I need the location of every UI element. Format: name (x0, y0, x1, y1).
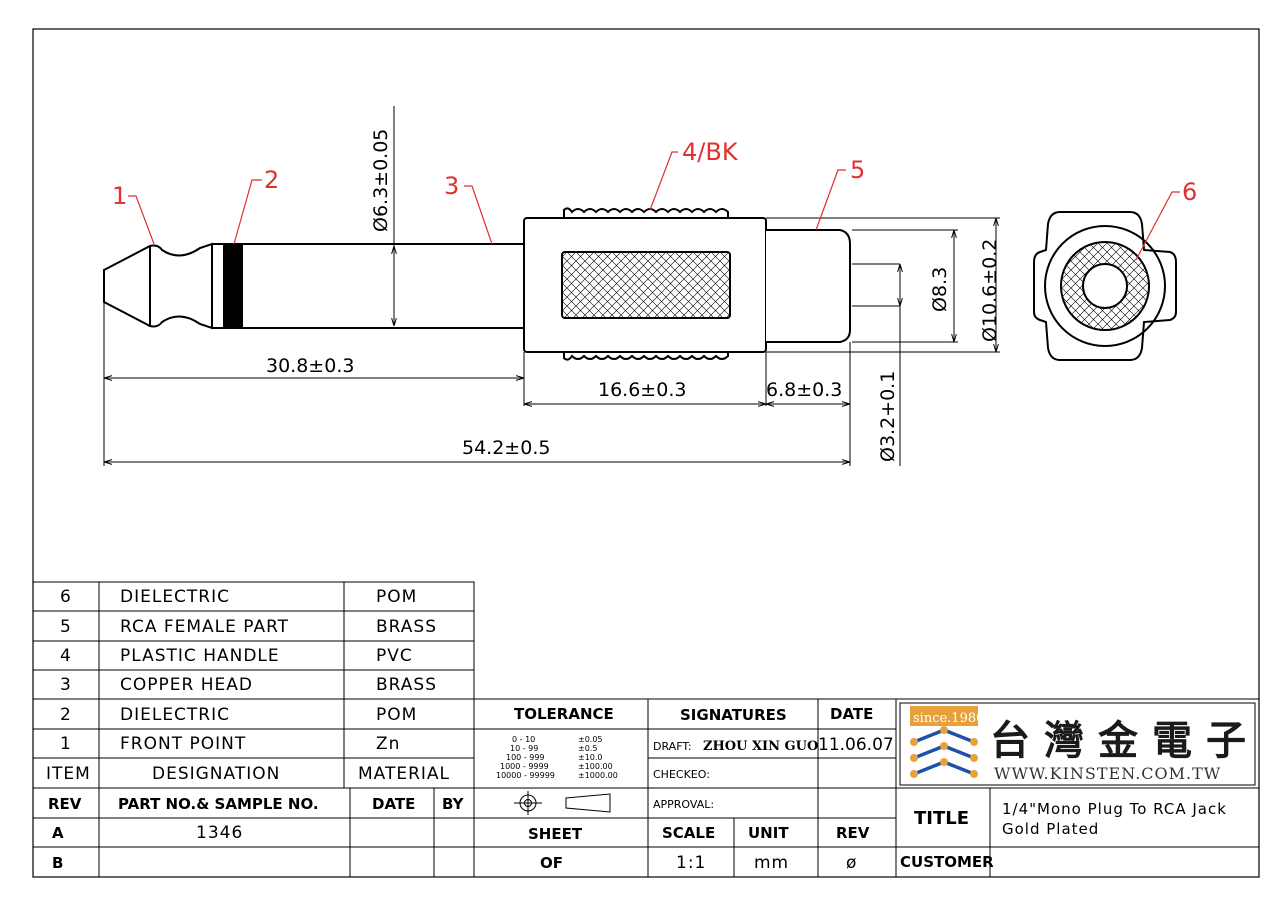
rev-header-by: BY (442, 795, 465, 813)
projection-symbol-icon (514, 791, 611, 815)
bom-designation: DIELECTRIC (120, 587, 230, 607)
bom-material: BRASS (376, 675, 437, 695)
tol-range: 0 - 10 (512, 735, 535, 744)
bom-designation: COPPER HEAD (120, 675, 253, 695)
title-label: TITLE (914, 808, 969, 829)
callout-5: 5 (850, 156, 865, 184)
date-title: DATE (830, 705, 873, 723)
callout-2: 2 (264, 166, 279, 194)
unit-value: mm (754, 853, 789, 873)
scale-value: 1:1 (676, 853, 706, 873)
bom-table (32, 581, 475, 789)
tol-range: 10 - 99 (510, 744, 538, 753)
rev-label: REV (836, 824, 870, 842)
bom-item: 6 (60, 587, 72, 607)
callout-3: 3 (444, 172, 459, 200)
bom-designation: RCA FEMALE PART (120, 617, 289, 637)
company-name: 台灣金電子 (990, 717, 1260, 764)
draft-date: 11.06.07 (818, 735, 894, 755)
approval-label: APPROVAL: (653, 798, 714, 811)
tol-value: ±0.05 (578, 735, 603, 744)
callout-6: 6 (1182, 178, 1197, 206)
dim-pin-diameter: Ø3.2+0.1 (877, 371, 899, 462)
bom-item: 2 (60, 705, 72, 725)
plug-side-view (103, 207, 900, 361)
bom-designation: FRONT POINT (120, 734, 246, 754)
sheet-label: SHEET (528, 825, 583, 843)
customer-label: CUSTOMER (900, 853, 994, 871)
bom-header-designation: DESIGNATION (152, 764, 280, 784)
draft-name: ZHOU XIN GUO (703, 739, 818, 754)
rev-value: ø (846, 853, 857, 873)
tolerance-rows: 0 - 10 ±0.05 10 - 99 ±0.5 100 - 999 ±10.… (496, 735, 618, 780)
bom-material: PVC (376, 646, 413, 666)
rev-header-part: PART NO.& SAMPLE NO. (118, 795, 319, 813)
tol-value: ±1000.00 (578, 771, 618, 780)
dim-head-diameter: Ø6.3±0.05 (370, 129, 392, 232)
callout-leaders (128, 151, 1180, 261)
tolerance-signature-grid (473, 698, 897, 878)
rev-header-rev: REV (48, 795, 82, 813)
dimension-lines (103, 106, 1000, 466)
signatures-title: SIGNATURES (680, 706, 787, 724)
bom-item: 3 (60, 675, 72, 695)
tol-range: 100 - 999 (506, 753, 545, 762)
revision-table (32, 787, 475, 878)
tol-range: 1000 - 9999 (500, 762, 549, 771)
bom-header-material: MATERIAL (358, 764, 450, 784)
bom-item: 5 (60, 617, 72, 637)
title-line-2: Gold Plated (1002, 820, 1099, 838)
callout-4: 4/BK (682, 138, 739, 166)
tolerance-title: TOLERANCE (514, 705, 614, 723)
bom-material: BRASS (376, 617, 437, 637)
dim-plug-length: 30.8±0.3 (266, 355, 354, 377)
tol-value: ±0.5 (578, 744, 597, 753)
tol-range: 10000 - 99999 (496, 771, 555, 780)
unit-label: UNIT (748, 824, 789, 842)
bom-material: Zn (376, 734, 400, 754)
tol-value: ±10.0 (578, 753, 603, 762)
callout-1: 1 (112, 182, 127, 210)
bom-designation: PLASTIC HANDLE (120, 646, 280, 666)
rev-header-date: DATE (372, 795, 415, 813)
dim-total-length: 54.2±0.5 (462, 437, 550, 459)
dim-body-diameter: Ø10.6±0.2 (979, 239, 1001, 342)
bom-material: POM (376, 705, 417, 725)
bom-designation: DIELECTRIC (120, 705, 230, 725)
bom-item: 1 (60, 734, 72, 754)
bom-item: 4 (60, 646, 72, 666)
checked-label: CHECKEO: (653, 768, 710, 781)
bom-rows: 6 DIELECTRIC POM 5 RCA FEMALE PART BRASS… (46, 587, 450, 784)
bom-material: POM (376, 587, 417, 607)
plug-front-view (1033, 211, 1177, 361)
company-logo: since.1980 (910, 706, 984, 778)
of-label: OF (540, 854, 563, 872)
tol-value: ±100.00 (578, 762, 613, 771)
rev-row-a-part: 1346 (196, 823, 243, 843)
dim-rca-diameter: Ø8.3 (929, 267, 951, 312)
rev-row-b: B (52, 854, 63, 872)
title-block-grid (895, 698, 1260, 878)
title-line-1: 1/4"Mono Plug To RCA Jack (1002, 800, 1227, 818)
dim-handle-length: 16.6±0.3 (598, 379, 686, 401)
bom-header-item: ITEM (46, 764, 91, 784)
dim-rca-length: 6.8±0.3 (766, 379, 842, 401)
company-url: WWW.KINSTEN.COM.TW (994, 764, 1221, 783)
logo-since: since.1980 (913, 711, 984, 726)
draft-label: DRAFT: (653, 740, 692, 753)
scale-label: SCALE (662, 824, 715, 842)
rev-row-a: A (52, 824, 64, 842)
